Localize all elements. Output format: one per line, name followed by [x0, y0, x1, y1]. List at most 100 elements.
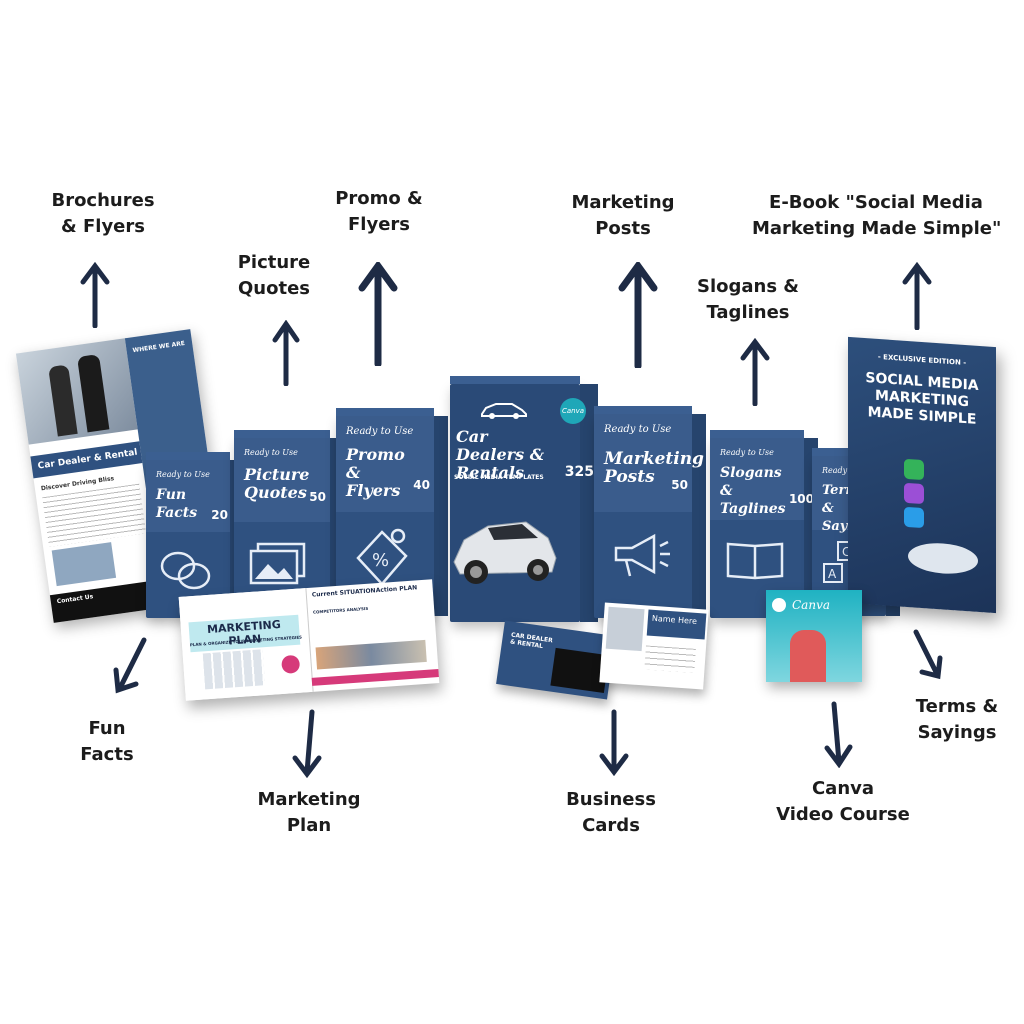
canva-course-case: Canva [766, 590, 862, 682]
brochure-photo [15, 338, 138, 445]
box-ready-label: Ready to Use [720, 448, 774, 457]
label-slogans: Slogans &Taglines [696, 276, 800, 323]
fun-facts-box: Ready to Use Fun Facts 20 [146, 452, 244, 618]
card-person-photo [605, 606, 645, 652]
plan-photos [315, 639, 427, 670]
svg-text:C: C [842, 545, 850, 559]
slogans-taglines-box: Ready to Use Slogans & Taglines 100 [710, 430, 818, 618]
canva-logo: Canva [792, 598, 830, 612]
box-name: Promo & Flyers [346, 445, 405, 500]
ebook-edition: - EXCLUSIVE EDITION - [877, 352, 967, 368]
play-icon [772, 598, 786, 612]
box-side [692, 414, 706, 618]
card-brand: CAR DEALER & RENTAL [509, 631, 554, 651]
plan-accent-bar [311, 669, 439, 686]
plan-current-situation: Current SITUATION [311, 587, 376, 599]
social-icons-stack [904, 458, 924, 529]
box-ready-label: Ready to Use [244, 448, 298, 457]
arrow-down-icon [598, 708, 630, 776]
ebook-cover: - EXCLUSIVE EDITION - SOCIAL MEDIA MARKE… [848, 336, 996, 614]
box-top [234, 430, 330, 438]
plan-right-page: Current SITUATION Action PLAN COMPETITOR… [305, 579, 439, 692]
box-side [580, 384, 598, 622]
twitter-icon [904, 506, 924, 529]
marketing-plan-book: MARKETING PLAN PLAN & ORGANIZE YOUR MARK… [178, 579, 440, 701]
box-count: 100 [788, 492, 814, 506]
box-count: 40 [413, 478, 430, 492]
box-top [450, 376, 580, 384]
plan-left-page: MARKETING PLAN PLAN & ORGANIZE YOUR MARK… [178, 588, 314, 701]
ebook-title: SOCIAL MEDIA MARKETING MADE SIMPLE [865, 370, 979, 428]
box-count: 20 [211, 508, 228, 522]
box-top [146, 452, 230, 460]
main-product-box: Canva Car Dealers & Rentals SOCIAL MEDIA… [448, 376, 598, 622]
box-count: 50 [671, 478, 688, 492]
pictures-icon [248, 542, 308, 590]
brochure-title: Car Dealer & Rental [30, 441, 143, 479]
box-name: Slogans & Taglines [720, 465, 786, 517]
arrow-up-icon [902, 262, 932, 330]
social-app-icon [904, 482, 924, 505]
svg-text:%: % [372, 550, 389, 571]
box-count: 50 [309, 490, 326, 504]
sports-car-image [448, 502, 560, 596]
main-box-count: 325 [564, 464, 594, 480]
chat-bubbles-icon [158, 548, 214, 596]
main-box-subtitle: SOCIAL MEDIA TEMPLATES [454, 474, 544, 481]
arrow-up-icon [358, 262, 398, 366]
box-face [234, 438, 330, 522]
podium-graphic [908, 541, 978, 576]
arrow-up-icon [618, 262, 658, 368]
picture-quotes-box: Ready to Use Picture Quotes 50 [234, 430, 344, 616]
label-promo-flyers: Promo &Flyers [335, 188, 423, 235]
box-ready-label: Ready to Use [604, 424, 672, 435]
plan-calendar-graphic [202, 649, 266, 690]
box-top [336, 408, 434, 416]
card-text-lines [644, 645, 696, 673]
arrow-up-icon [272, 320, 300, 386]
plan-title: MARKETING PLAN [188, 614, 301, 653]
arrow-down-icon [822, 700, 854, 768]
brochure-text-lines [42, 483, 147, 547]
plan-action: Action PLAN [375, 584, 418, 595]
brochure-car-photo [51, 542, 117, 587]
box-ready-label: Ready to Use [156, 470, 210, 479]
business-card-back: Name Here [599, 602, 709, 690]
label-terms-sayings: Terms &Sayings [915, 696, 999, 743]
card-name: Name Here [646, 609, 707, 640]
open-book-icon [724, 538, 786, 586]
box-ready-label: Ready to Use [346, 426, 414, 437]
arrow-up-icon [80, 262, 110, 328]
arrow-down-icon [292, 708, 324, 778]
plan-circle-graphic [281, 654, 301, 674]
arrow-up-icon [740, 338, 770, 406]
marketing-posts-box: Ready to Use Marketing Posts 50 [594, 406, 706, 618]
box-name: Fun Facts [156, 487, 198, 521]
box-face [710, 438, 804, 520]
arrow-down-icon [910, 628, 946, 680]
plan-competitors: COMPETITORS ANALYSIS [312, 605, 369, 615]
brochure-header: WHERE WE ARE [132, 339, 186, 355]
box-name: Picture Quotes [244, 465, 310, 502]
chat-app-icon [904, 458, 924, 481]
label-brochures: Brochures& Flyers [51, 190, 155, 237]
megaphone-icon [610, 528, 672, 586]
svg-text:A: A [828, 567, 837, 581]
box-face [146, 460, 230, 532]
car-icon [478, 400, 530, 424]
business-card-front: CAR DEALER & RENTAL [496, 620, 616, 700]
box-side [434, 416, 448, 616]
box-face [594, 414, 692, 512]
arrow-down-icon [110, 636, 150, 696]
canva-badge: Canva [560, 398, 586, 424]
box-top [594, 406, 692, 414]
instructor-photo [790, 630, 826, 682]
box-top [710, 430, 804, 438]
